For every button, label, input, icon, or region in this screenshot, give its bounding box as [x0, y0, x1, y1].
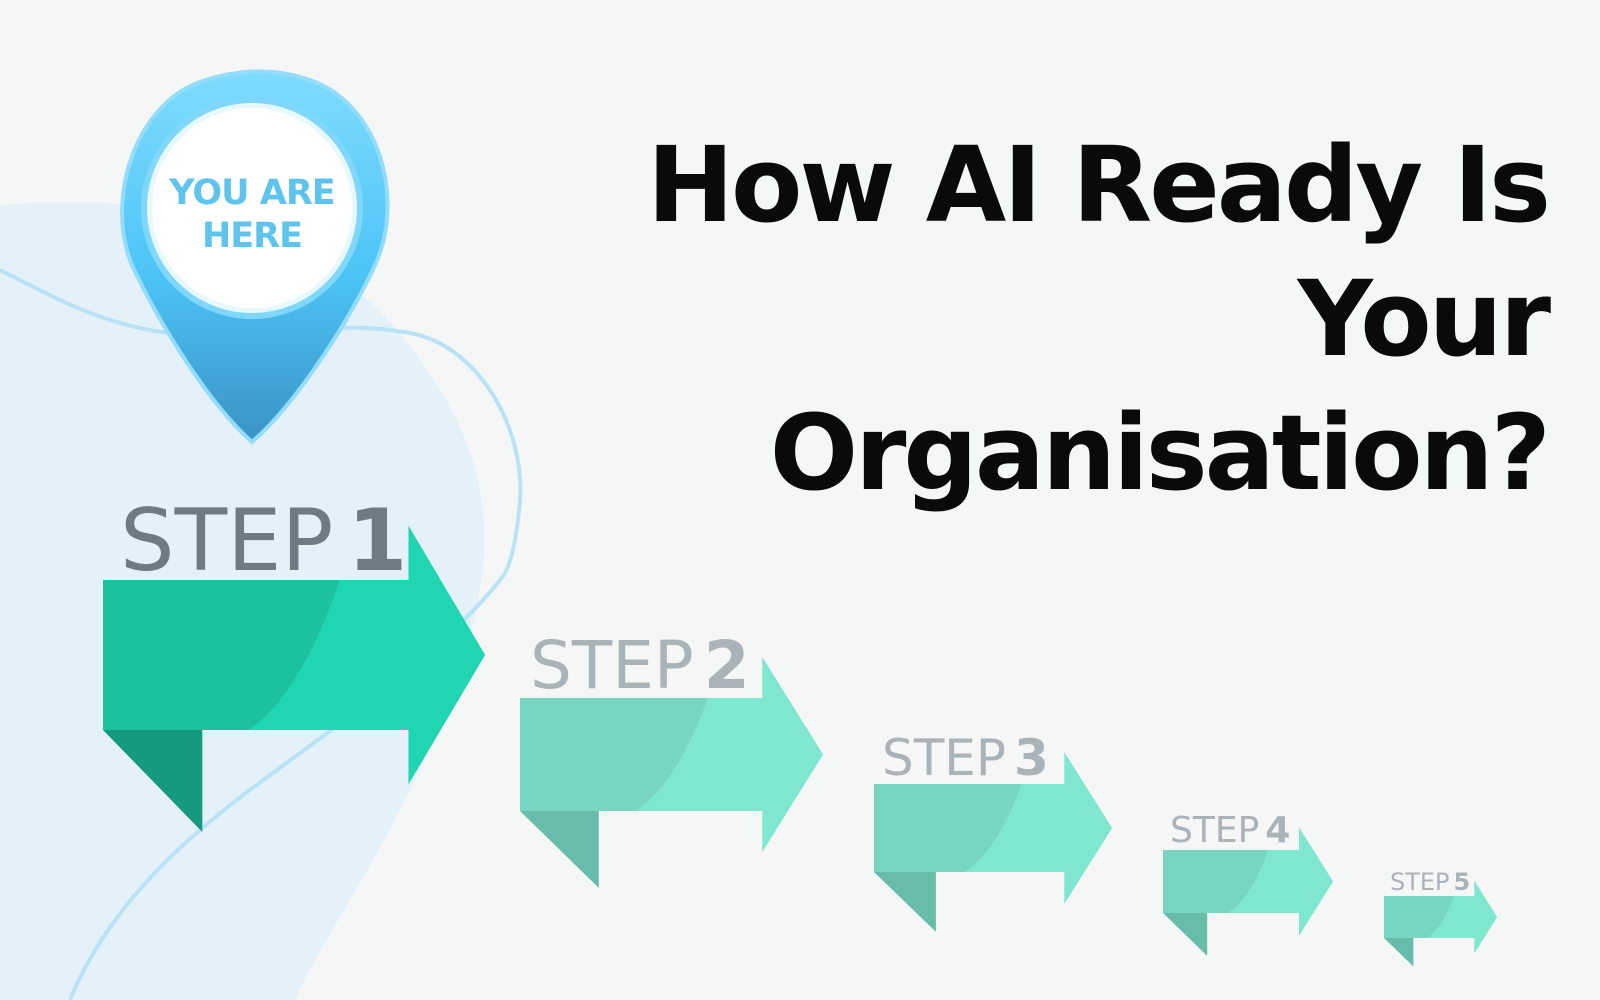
location-pin-icon — [120, 69, 390, 445]
step-1-label-number: 1 — [347, 491, 407, 591]
step-3-arrow-highlight — [964, 752, 1112, 904]
step-5-arrow-highlight — [1426, 880, 1497, 954]
step-3-label-number: 3 — [1014, 729, 1049, 787]
step-5-arrow-tail — [1384, 938, 1414, 967]
step-2-arrow-highlight — [635, 657, 823, 852]
step-2-arrow-tail — [520, 811, 599, 888]
step-4-arrow-tail — [1163, 913, 1208, 956]
step-3-arrow-tail — [874, 872, 936, 932]
step-2-label-number: 2 — [704, 627, 750, 704]
marker-line-2: HERE — [202, 216, 302, 256]
step-4-arrow-highlight — [1227, 827, 1333, 936]
step-1-arrow-highlight — [248, 526, 485, 784]
step-3-label-word: STEP — [882, 729, 1006, 787]
page-title: How AI Ready Is Your Organisation? — [548, 118, 1551, 520]
step-4-label-word: STEP — [1170, 810, 1259, 851]
step-2-label-word: STEP — [530, 627, 694, 704]
step-1-label-word: STEP — [120, 491, 333, 591]
title-line-1: How AI Ready Is — [646, 124, 1551, 246]
step-5-label-number: 5 — [1454, 868, 1471, 896]
marker-line-1: YOU ARE — [168, 173, 334, 213]
title-line-2: Your Organisation? — [769, 258, 1551, 514]
step-5-label-word: STEP — [1390, 868, 1450, 896]
step-4-label-number: 4 — [1265, 810, 1290, 851]
step-1-arrow-tail — [103, 730, 203, 832]
